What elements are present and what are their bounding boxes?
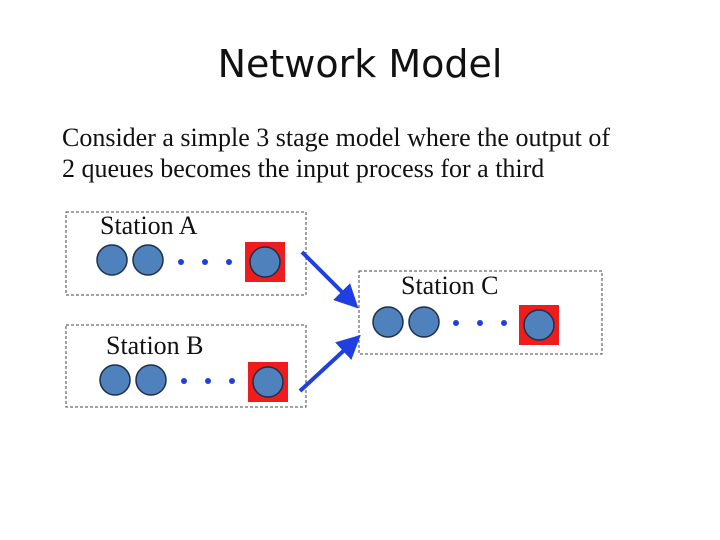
station-a-ellipsis-dot (178, 259, 184, 265)
station-b-ellipsis-dot (229, 378, 235, 384)
station-a-ellipsis-dot (202, 259, 208, 265)
station-a: Station A (65, 211, 307, 296)
station-c-customer-2 (408, 306, 440, 338)
station-c-customer-in-service (523, 309, 555, 341)
station-b-customer-in-service (252, 366, 284, 398)
station-b: Station B (65, 324, 307, 408)
station-c-box (358, 270, 603, 355)
station-c-ellipsis-dot (453, 320, 459, 326)
station-a-customer-1 (96, 244, 128, 276)
body-line-2: 2 queues becomes the input process for a… (62, 154, 545, 183)
station-a-label: Station A (100, 211, 198, 240)
arrow-b-to-c (298, 334, 361, 393)
station-a-ellipsis-dot (226, 259, 232, 265)
station-b-customer-2 (135, 364, 167, 396)
station-c: Station C (358, 270, 603, 355)
station-c-ellipsis-dot (501, 320, 507, 326)
station-c-label: Station C (401, 271, 499, 300)
slide-body-text: Consider a simple 3 stage model where th… (62, 122, 702, 184)
station-a-customer-2 (132, 244, 164, 276)
arrow-a-to-c (300, 250, 359, 309)
station-b-ellipsis-dot (205, 378, 211, 384)
body-line-1: Consider a simple 3 stage model where th… (62, 123, 611, 152)
station-c-ellipsis-dot (477, 320, 483, 326)
station-b-label: Station B (106, 331, 204, 360)
station-b-box (65, 324, 307, 408)
station-c-customer-1 (372, 306, 404, 338)
station-b-customer-1 (99, 364, 131, 396)
station-a-customer-in-service (249, 246, 281, 278)
station-b-ellipsis-dot (181, 378, 187, 384)
slide-title: Network Model (217, 42, 503, 86)
